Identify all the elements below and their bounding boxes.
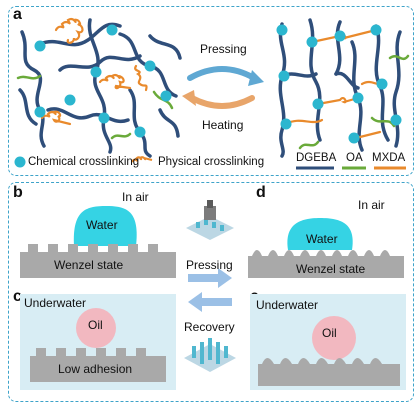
panel-c-env: Underwater [24, 296, 87, 310]
panel-b-letter: b [13, 184, 23, 201]
panel-b-wetting-schematic [20, 206, 176, 278]
panel-c-letter: c [13, 288, 22, 305]
panel-d-wetting-schematic [248, 218, 404, 278]
panel-bcde-frame [8, 182, 414, 402]
panel-c-drop-label: Oil [88, 318, 103, 332]
panel-d-surface-label: Wenzel state [296, 262, 366, 276]
panel-a-letter: a [13, 6, 22, 23]
panel-c-surface-label: Low adhesion [58, 362, 133, 376]
middle-pressing-label: Pressing [186, 258, 233, 272]
panel-c-wetting-schematic [30, 308, 166, 382]
arrow-label-heating: Heating [202, 118, 244, 132]
middle-surface-icons [184, 200, 236, 372]
panel-e-env: Underwater [256, 298, 319, 312]
middle-recovery-label: Recovery [184, 320, 235, 334]
legend-oa: OA [346, 152, 363, 164]
legend-chemical: Chemical crosslinking [28, 156, 140, 168]
arrow-label-pressing: Pressing [200, 42, 247, 56]
legend-symbols [14, 156, 406, 170]
legend-dgeba: DGEBA [296, 152, 337, 164]
panel-b-surface-label: Wenzel state [54, 258, 124, 272]
panel-d-drop-label: Water [306, 232, 338, 246]
polymer-network-diagram [16, 17, 410, 158]
panel-d-letter: d [256, 184, 266, 201]
legend-physical: Physical crosslinking [158, 156, 265, 168]
panel-a-frame [8, 6, 414, 176]
panel-b-drop-label: Water [86, 218, 118, 232]
panel-e-drop-label: Oil [322, 326, 337, 340]
panel-e-wetting-schematic [258, 316, 400, 386]
legend-mxda: MXDA [372, 152, 406, 164]
panel-d-env: In air [358, 198, 385, 212]
panel-b-env: In air [122, 190, 149, 204]
